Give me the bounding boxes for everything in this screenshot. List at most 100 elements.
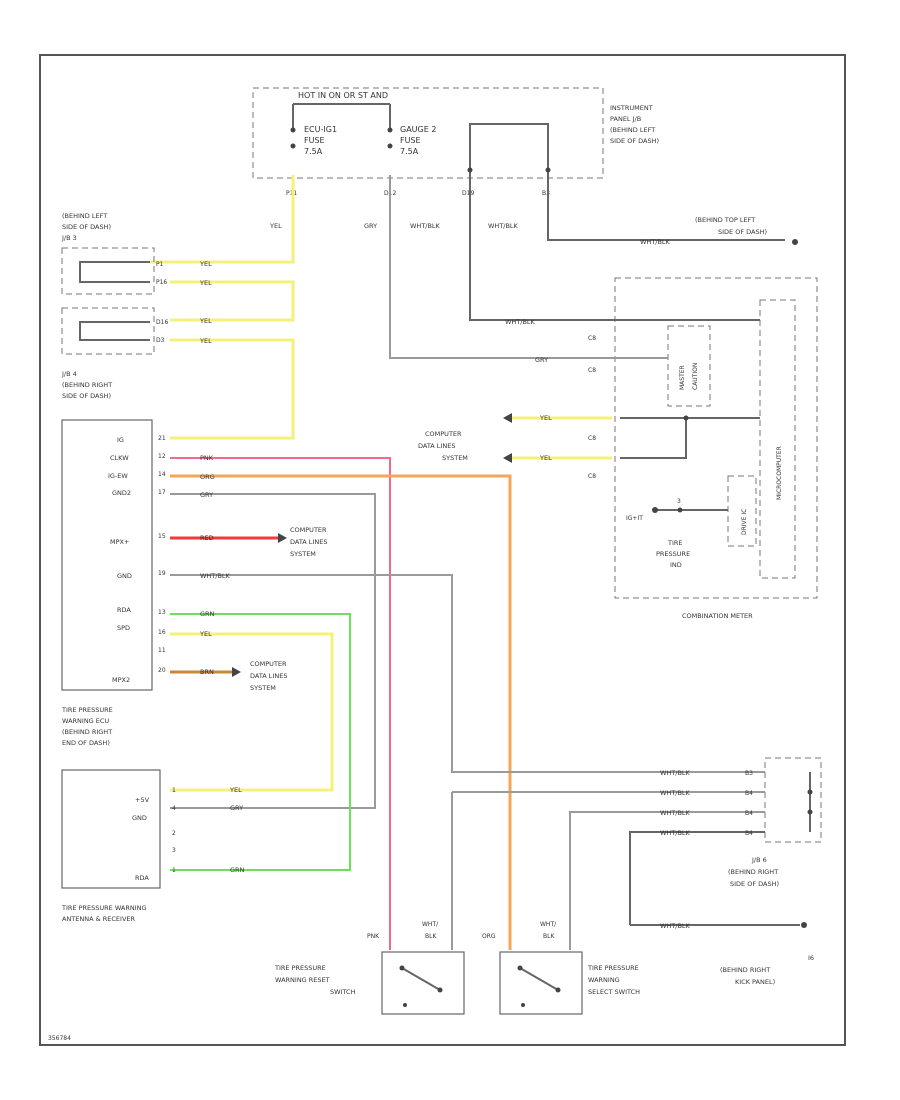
svg-text:WARNING RESET: WARNING RESET	[275, 976, 330, 984]
svg-text:ORG: ORG	[200, 473, 215, 481]
jb3-pin-d3: D3	[156, 337, 165, 344]
ecu-pin-mpx: MPX+	[110, 538, 129, 546]
svg-text:SIDE OF DASH): SIDE OF DASH)	[62, 392, 111, 400]
fuse-1-type: FUSE	[304, 136, 325, 145]
svg-text:SYSTEM: SYSTEM	[442, 454, 468, 462]
svg-text:BLK: BLK	[543, 933, 555, 940]
svg-text:WHT/BLK: WHT/BLK	[640, 238, 671, 246]
svg-text:END OF DASH): END OF DASH)	[62, 739, 110, 747]
meter-conn-3: C8	[588, 435, 596, 442]
svg-text:1: 1	[172, 867, 176, 874]
svg-text:(BEHIND RIGHT: (BEHIND RIGHT	[62, 381, 112, 389]
wire-yel-spd	[170, 632, 334, 792]
svg-text:DATA LINES: DATA LINES	[290, 538, 327, 546]
svg-text:J/B 3: J/B 3	[61, 234, 77, 242]
svg-text:GRN: GRN	[200, 610, 215, 618]
reset-switch-box	[381, 951, 465, 1015]
svg-text:13: 13	[158, 609, 166, 616]
jb6-box	[764, 757, 822, 843]
svg-text:GRY: GRY	[535, 356, 548, 364]
svg-text:RED: RED	[200, 534, 214, 542]
svg-text:YEL: YEL	[199, 337, 212, 345]
svg-text:16: 16	[158, 629, 166, 636]
pin-d19: D19	[462, 190, 474, 197]
svg-text:WHT/BLK: WHT/BLK	[505, 318, 536, 326]
fuse-1-rating: 7.5A	[304, 147, 323, 156]
svg-text:YEL: YEL	[199, 630, 212, 638]
meter-conn-1: C8	[588, 335, 596, 342]
svg-text:WHT/BLK: WHT/BLK	[660, 829, 691, 837]
tire-pressure-ind-label: TIRE	[667, 539, 683, 547]
svg-text:17: 17	[158, 489, 166, 496]
select-switch-label: TIRE PRESSURE	[587, 964, 639, 972]
reset-switch-label: TIRE PRESSURE	[274, 964, 326, 972]
microcomputer-box	[759, 299, 796, 579]
wire-gry-fuse2	[389, 175, 595, 359]
comp-data-lines-1: COMPUTER	[290, 526, 327, 534]
svg-text:IG+IT: IG+IT	[626, 515, 643, 522]
microcomputer-label: MICROCOMPUTER	[776, 446, 783, 500]
comp-data-lines-2: COMPUTER	[250, 660, 287, 668]
wire-wht-blk-gnd	[170, 574, 765, 773]
svg-text:21: 21	[158, 435, 166, 442]
svg-text:PANEL J/B: PANEL J/B	[610, 115, 641, 123]
svg-text:DATA LINES: DATA LINES	[418, 442, 455, 450]
jb6-pin-3: B4	[745, 810, 753, 817]
antenna-pin-gnd: GND	[132, 814, 147, 822]
svg-text:YEL: YEL	[539, 454, 552, 462]
svg-text:2: 2	[172, 830, 176, 837]
fuse-1-icon	[290, 127, 296, 133]
ip-jb-label: INSTRUMENT	[610, 104, 653, 112]
fuse-2-name: GAUGE 2	[400, 125, 436, 134]
fuse-box-header: HOT IN ON OR ST AND	[298, 91, 388, 100]
svg-text:KICK PANEL): KICK PANEL)	[735, 978, 775, 986]
svg-text:SYSTEM: SYSTEM	[290, 550, 316, 558]
svg-text:WHT/: WHT/	[540, 921, 557, 928]
svg-text:CAUTION: CAUTION	[692, 363, 699, 390]
reset-switch-icon	[401, 967, 441, 991]
svg-text:SIDE OF DASH): SIDE OF DASH)	[718, 228, 767, 236]
svg-text:3: 3	[172, 847, 176, 854]
svg-text:YEL: YEL	[199, 317, 212, 325]
svg-text:WHT/BLK: WHT/BLK	[660, 809, 691, 817]
svg-text:4: 4	[172, 805, 176, 812]
ecu-pin-gnd: GND	[117, 572, 132, 580]
svg-text:WHT/BLK: WHT/BLK	[200, 572, 231, 580]
ecu-label: TIRE PRESSURE	[61, 706, 113, 714]
jb3-box-1	[61, 247, 155, 295]
svg-text:GRY: GRY	[200, 491, 213, 499]
svg-text:11: 11	[158, 647, 166, 654]
svg-text:GRY: GRY	[230, 804, 243, 812]
antenna-pin-5v: +5V	[135, 796, 150, 804]
svg-text:BLK: BLK	[425, 933, 437, 940]
footer-code: 356784	[48, 1035, 71, 1042]
ecu-pin-rda: RDA	[117, 606, 131, 614]
svg-text:SIDE OF DASH): SIDE OF DASH)	[62, 223, 111, 231]
svg-text:WHT/BLK: WHT/BLK	[660, 789, 691, 797]
ecu-pin-spd: SPD	[117, 624, 130, 632]
ecu-pin-gnd2: GND2	[112, 489, 131, 497]
svg-text:SIDE OF DASH): SIDE OF DASH)	[610, 137, 659, 145]
meter-conn-2: C8	[588, 367, 596, 374]
meter-conn-4: C8	[588, 473, 596, 480]
svg-text:WHT/: WHT/	[422, 921, 439, 928]
select-switch-icon	[519, 967, 559, 991]
wire-wht-blk-d19	[469, 175, 595, 321]
ground-top-icon	[792, 239, 798, 245]
svg-text:YEL: YEL	[539, 414, 552, 422]
svg-text:YEL: YEL	[199, 260, 212, 268]
jb3-pin-d16: D16	[156, 319, 168, 326]
jb6-pin-4: B4	[745, 830, 753, 837]
svg-text:BRN: BRN	[200, 668, 214, 676]
svg-text:PNK: PNK	[200, 454, 214, 462]
wire-grn-rda	[170, 613, 351, 871]
svg-text:SELECT SWITCH: SELECT SWITCH	[588, 988, 640, 996]
svg-text:WHT/BLK: WHT/BLK	[410, 222, 441, 230]
svg-text:PRESSURE: PRESSURE	[656, 550, 690, 558]
combination-meter-label: COMBINATION METER	[682, 612, 753, 620]
svg-text:SYSTEM: SYSTEM	[250, 684, 276, 692]
ecu-pin-mpx2: MPX2	[112, 676, 130, 684]
svg-text:ANTENNA & RECEIVER: ANTENNA & RECEIVER	[62, 915, 135, 923]
drive-ic-label: DRIVE IC	[741, 509, 748, 535]
fuse-1-name: ECU-IG1	[304, 125, 337, 134]
